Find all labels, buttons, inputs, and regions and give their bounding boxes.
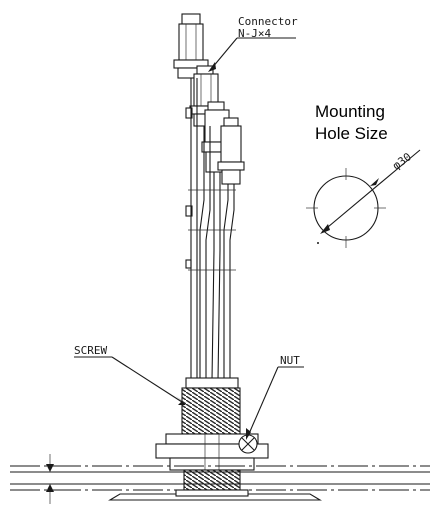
screw-thread [181, 377, 241, 435]
cable-bundle [188, 78, 236, 381]
mounting-hole-detail [306, 149, 421, 248]
nut-label: NUT [280, 354, 300, 367]
connector-4 [217, 117, 245, 185]
mounting-heading-line2: Hole Size [315, 124, 388, 143]
screw-label: SCREW [74, 344, 107, 357]
leader-lines [74, 37, 304, 440]
connector-stack [173, 13, 245, 269]
connector-1 [173, 13, 209, 79]
hole-diameter-label: φ30 [390, 150, 414, 172]
connector-title-label: Connector [238, 15, 298, 28]
mounting-heading-line1: Mounting [315, 102, 385, 121]
nut-assembly [155, 433, 269, 471]
connector-spec-label: N-J×4 [238, 27, 271, 40]
lower-thread [183, 469, 241, 491]
mounting-panel [10, 454, 430, 504]
